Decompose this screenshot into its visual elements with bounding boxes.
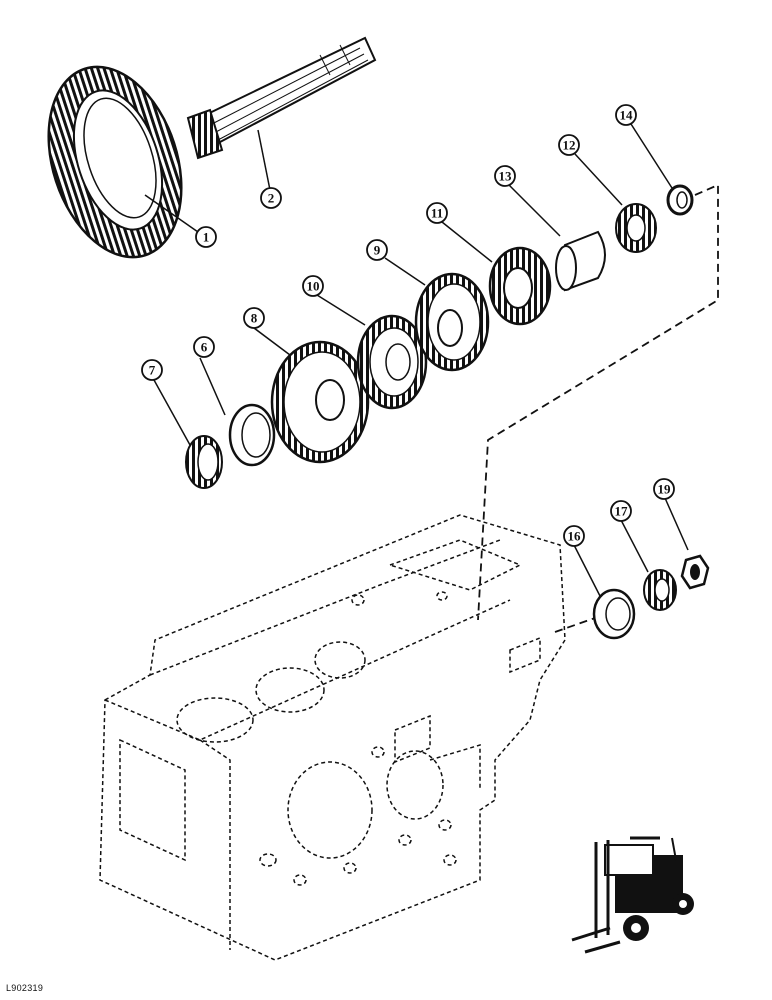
callout-10: 10 <box>302 275 324 297</box>
forklift-icon <box>571 836 694 954</box>
leader-lines <box>144 123 689 597</box>
callout-11-label: 11 <box>431 206 443 221</box>
callout-8-label: 8 <box>251 311 258 326</box>
callout-11: 11 <box>426 202 448 224</box>
bearing-7 <box>185 435 223 489</box>
sleeve-13 <box>555 230 606 292</box>
callout-17-label: 17 <box>615 504 629 519</box>
callout-1: 1 <box>195 226 217 248</box>
callout-9-label: 9 <box>374 243 381 258</box>
bearing-12 <box>615 203 657 253</box>
gear-9 <box>414 272 490 372</box>
callout-12-label: 12 <box>563 138 576 153</box>
gear-8 <box>270 340 370 464</box>
callout-19: 19 <box>653 478 675 500</box>
callout-12: 12 <box>558 134 580 156</box>
washer-14 <box>666 184 694 216</box>
callout-7: 7 <box>141 359 163 381</box>
bearing-17 <box>643 569 677 611</box>
callout-19-label: 19 <box>658 482 672 497</box>
ring-gear <box>47 65 183 259</box>
gear-10 <box>356 314 428 410</box>
callout-2-label: 2 <box>268 191 275 206</box>
nut-19 <box>680 554 710 590</box>
callout-1-label: 1 <box>203 230 210 245</box>
callout-9: 9 <box>366 239 388 261</box>
gear-11 <box>488 246 552 326</box>
bearing-cup-6 <box>228 403 276 467</box>
callout-8: 8 <box>243 307 265 329</box>
pinion-shaft <box>186 36 377 160</box>
callout-6-label: 6 <box>201 340 208 355</box>
callout-13-label: 13 <box>499 169 513 184</box>
bearing-cup-16 <box>592 588 636 640</box>
callout-7-label: 7 <box>149 363 156 378</box>
callout-6: 6 <box>193 336 215 358</box>
callout-14-label: 14 <box>620 108 634 123</box>
callout-13: 13 <box>494 165 516 187</box>
transmission-housing <box>99 514 566 961</box>
callout-10-label: 10 <box>307 279 320 294</box>
callout-2: 2 <box>260 187 282 209</box>
reference-code: L902319 <box>6 983 44 993</box>
assembly-path-line <box>477 183 719 621</box>
callout-16-label: 16 <box>568 529 582 544</box>
callout-16: 16 <box>563 525 585 547</box>
assembly-path-line-right <box>554 617 596 633</box>
callout-17: 17 <box>610 500 632 522</box>
callout-14: 14 <box>615 104 637 126</box>
